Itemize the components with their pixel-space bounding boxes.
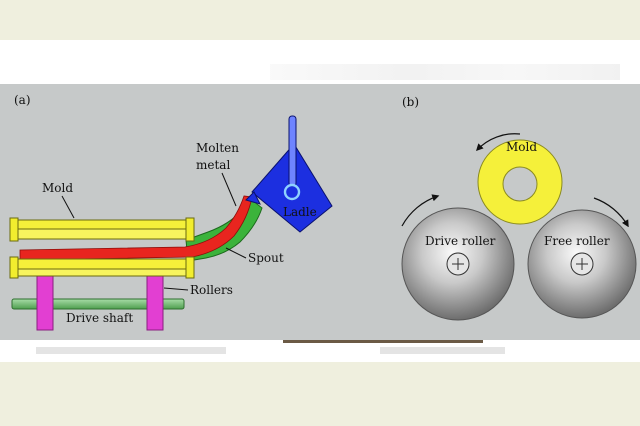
mold-bars <box>9 217 195 279</box>
label-drive-shaft: Drive shaft <box>66 311 133 325</box>
label-drive-roller: Drive roller <box>425 234 496 248</box>
dark-divider-line <box>283 340 483 343</box>
mold-rotation-arrow <box>476 133 521 152</box>
roller-left <box>36 274 54 331</box>
leader-rollers <box>163 287 189 291</box>
label-mold-b: Mold <box>506 140 537 154</box>
label-metal: metal <box>196 158 230 172</box>
drive-roller-rotation-arrow <box>401 194 440 227</box>
label-free-roller: Free roller <box>544 234 610 248</box>
label-ladle: Ladle <box>283 205 317 219</box>
bottom-white-band <box>0 340 640 362</box>
mold-top-bar <box>11 219 195 230</box>
label-rollers: Rollers <box>190 283 233 297</box>
leader-spout <box>225 247 247 259</box>
faint-header-strip <box>270 64 620 80</box>
panel-a-tag: (a) <box>14 93 31 107</box>
roller-right <box>146 274 164 331</box>
caption-strip-right <box>380 347 505 354</box>
ladle-ring <box>283 183 301 201</box>
bottom-background <box>0 362 640 426</box>
free-roller-rotation-arrow <box>593 197 629 228</box>
caption-strip-left <box>36 347 226 354</box>
drive-shaft <box>11 298 185 310</box>
leader-molten-metal <box>221 172 237 207</box>
mold-bottom-bar <box>11 258 195 270</box>
free-roller <box>527 209 637 319</box>
ladle-handle <box>288 115 297 187</box>
mold-ring <box>477 139 563 225</box>
drive-roller <box>401 207 515 321</box>
panel-b-tag: (b) <box>402 95 419 109</box>
leader-mold-a <box>61 195 75 219</box>
ladle <box>245 115 333 233</box>
label-spout: Spout <box>248 251 284 265</box>
label-molten: Molten <box>196 141 239 155</box>
label-mold-a: Mold <box>42 181 73 195</box>
